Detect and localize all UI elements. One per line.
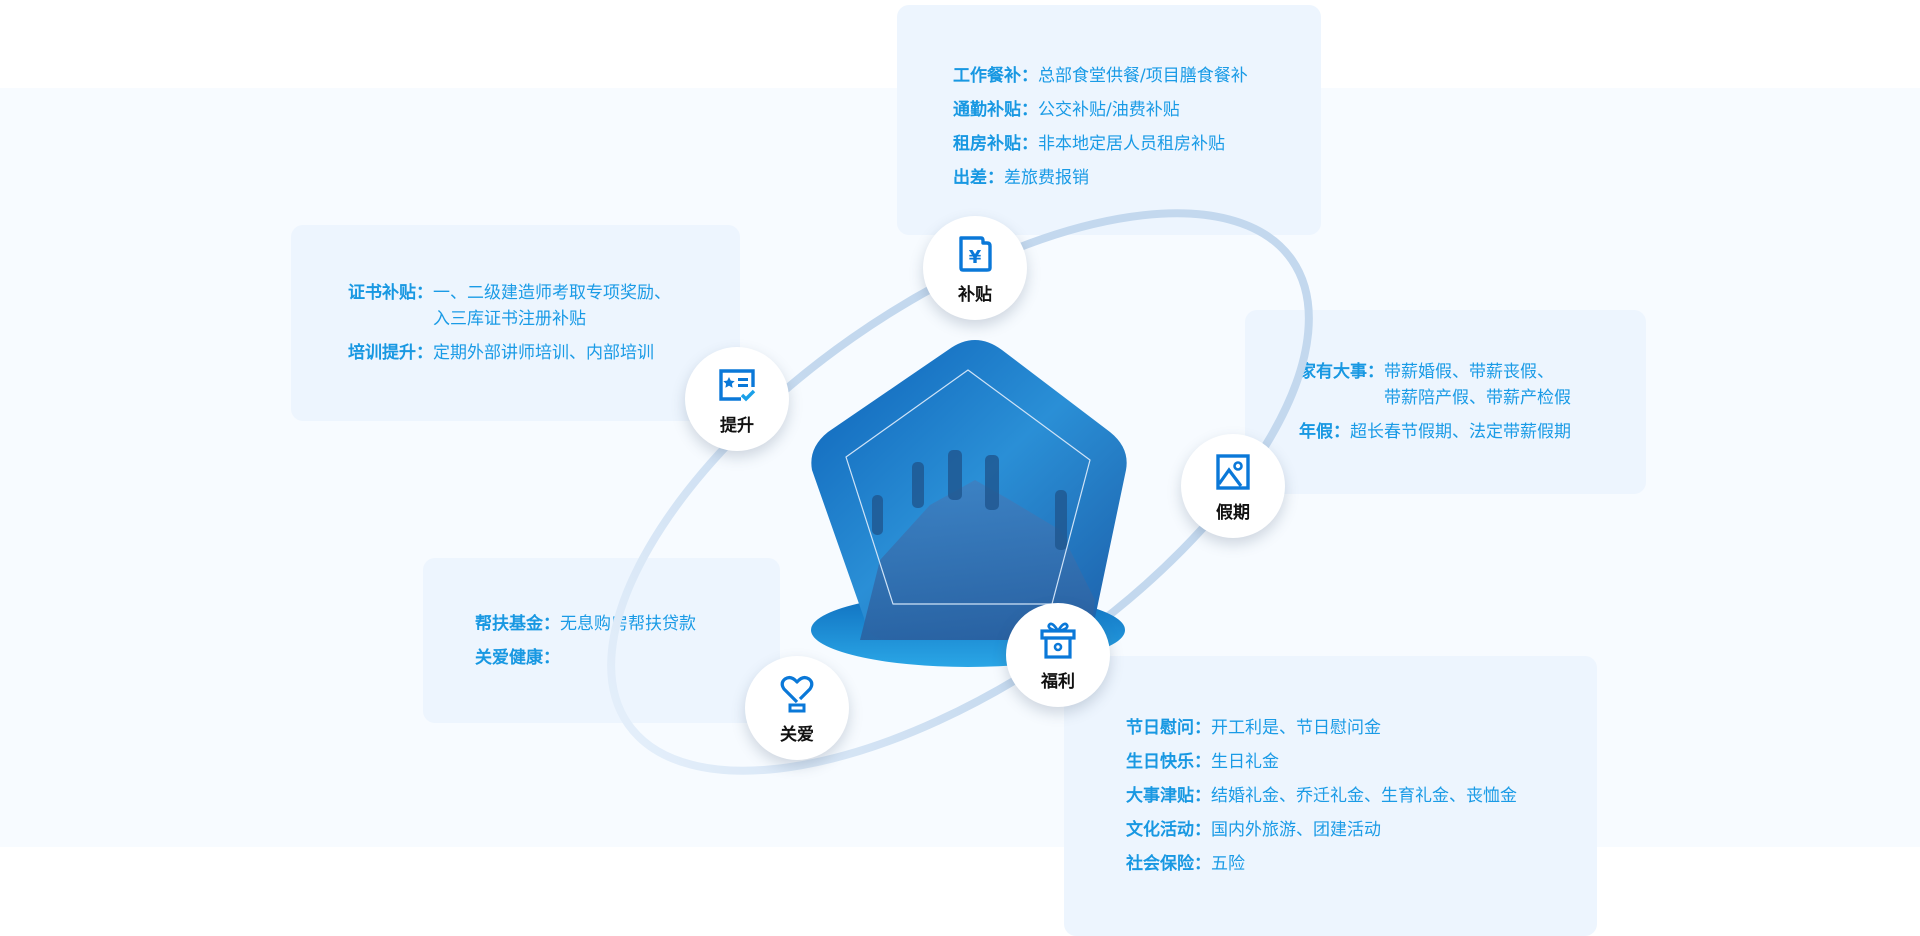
node-label: 提升: [720, 415, 754, 436]
certificate-icon: [719, 368, 756, 401]
row-label: 年假：: [1299, 422, 1350, 442]
node-holiday[interactable]: 假期: [1181, 434, 1285, 538]
card-row: 社会保险：五险: [1126, 851, 1597, 877]
row-label: 通勤补贴：: [953, 100, 1038, 120]
node-label: 假期: [1216, 502, 1250, 523]
row-label: 家有大事：: [1299, 362, 1384, 382]
row-label: 关爱健康：: [475, 647, 560, 668]
row-value: 超长春节假期、法定带薪假期: [1350, 422, 1571, 442]
mountain-silhouette: [860, 480, 1095, 640]
row-label: 文化活动：: [1126, 820, 1211, 840]
row-label: 租房补贴：: [953, 134, 1038, 154]
row-value: 无息购房帮扶贷款: [560, 613, 696, 634]
row-label: 大事津贴：: [1126, 786, 1211, 806]
row-value: 带薪婚假、带薪丧假、 带薪陪产假、带薪产检假: [1384, 362, 1571, 408]
card-row: 家有大事：带薪婚假、带薪丧假、 带薪陪产假、带薪产检假: [1299, 359, 1646, 411]
row-value: 五险: [1211, 854, 1245, 874]
node-welfare[interactable]: 福利: [1006, 603, 1110, 707]
card-row: 出差：差旅费报销: [953, 165, 1321, 191]
picture-icon: [1216, 453, 1250, 490]
row-value: 公交补贴/油费补贴: [1038, 100, 1180, 120]
row-value: 一、二级建造师考取专项奖励、 入三库证书注册补贴: [433, 283, 671, 329]
row-value: 生日礼金: [1211, 752, 1279, 772]
row-label: 生日快乐：: [1126, 752, 1211, 772]
row-label: 社会保险：: [1126, 854, 1211, 874]
card-row: 年假：超长春节假期、法定带薪假期: [1299, 419, 1646, 445]
node-label: 补贴: [958, 284, 992, 305]
card-row: 关爱健康：: [475, 645, 780, 671]
card-row: 节日慰问：开工利是、节日慰问金: [1126, 715, 1597, 741]
row-label: 证书补贴：: [348, 283, 433, 303]
card-row: 文化活动：国内外旅游、团建活动: [1126, 817, 1597, 843]
node-label: 福利: [1041, 671, 1075, 692]
card-row: 租房补贴：非本地定居人员租房补贴: [953, 131, 1321, 157]
row-label: 工作餐补：: [953, 66, 1038, 86]
card-row: 工作餐补：总部食堂供餐/项目膳食餐补: [953, 63, 1321, 89]
card-row: 帮扶基金：无息购房帮扶贷款: [475, 611, 780, 637]
card-care: 帮扶基金：无息购房帮扶贷款 关爱健康：: [423, 558, 780, 723]
card-welfare: 节日慰问：开工利是、节日慰问金 生日快乐：生日礼金 大事津贴：结婚礼金、乔迁礼金…: [1064, 656, 1597, 936]
card-promotion: 证书补贴：一、二级建造师考取专项奖励、 入三库证书注册补贴 培训提升：定期外部讲…: [291, 225, 740, 421]
card-row: 生日快乐：生日礼金: [1126, 749, 1597, 775]
row-value: 定期外部讲师培训、内部培训: [433, 343, 654, 363]
inner-pentagon-outline: [845, 369, 1091, 605]
climbers: [872, 450, 1067, 550]
svg-text:¥: ¥: [969, 247, 982, 268]
row-value: 国内外旅游、团建活动: [1211, 820, 1381, 840]
row-label: 节日慰问：: [1126, 718, 1211, 738]
row-value: 总部食堂供餐/项目膳食餐补: [1038, 66, 1248, 86]
row-value: 差旅费报销: [1004, 168, 1089, 188]
heart-trophy-icon: [780, 675, 814, 712]
wallet-yen-icon: ¥: [959, 235, 992, 272]
card-row: 培训提升：定期外部讲师培训、内部培训: [348, 340, 740, 366]
row-value: 开工利是、节日慰问金: [1211, 718, 1381, 738]
row-label: 培训提升：: [348, 343, 433, 363]
row-value: 非本地定居人员租房补贴: [1038, 134, 1225, 154]
row-label: 帮扶基金：: [475, 613, 560, 634]
node-label: 关爱: [780, 724, 814, 745]
row-label: 出差：: [953, 168, 1004, 188]
node-care[interactable]: 关爱: [745, 656, 849, 760]
card-subsidy: 工作餐补：总部食堂供餐/项目膳食餐补 通勤补贴：公交补贴/油费补贴 租房补贴：非…: [897, 5, 1321, 235]
card-row: 证书补贴：一、二级建造师考取专项奖励、 入三库证书注册补贴: [348, 280, 740, 332]
card-row: 大事津贴：结婚礼金、乔迁礼金、生育礼金、丧恤金: [1126, 783, 1597, 809]
node-promotion[interactable]: 提升: [685, 347, 789, 451]
node-subsidy[interactable]: ¥ 补贴: [923, 216, 1027, 320]
card-holiday: 家有大事：带薪婚假、带薪丧假、 带薪陪产假、带薪产检假 年假：超长春节假期、法定…: [1245, 310, 1646, 494]
card-row: 通勤补贴：公交补贴/油费补贴: [953, 97, 1321, 123]
gift-icon: [1040, 622, 1076, 659]
row-value: 结婚礼金、乔迁礼金、生育礼金、丧恤金: [1211, 786, 1517, 806]
